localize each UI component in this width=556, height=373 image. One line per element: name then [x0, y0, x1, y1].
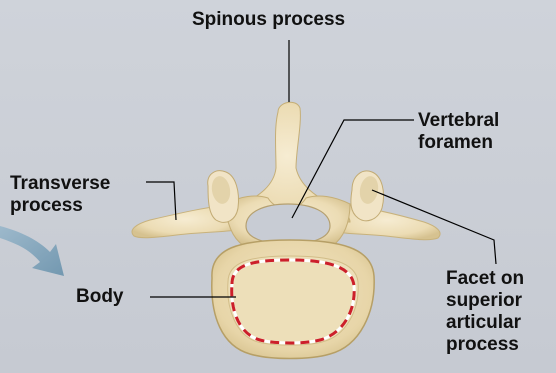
vertebral-foramen-shape: [246, 204, 330, 244]
label-transverse-line2: process: [10, 195, 110, 217]
label-transverse-process: Transverse process: [10, 173, 110, 217]
label-vertebral-line2: foramen: [418, 132, 499, 154]
label-body: Body: [76, 286, 124, 308]
label-facet-line4: process: [446, 334, 524, 356]
label-spinous-process: Spinous process: [192, 9, 345, 31]
label-facet-line2: superior: [446, 290, 524, 312]
curved-arrow: [0, 226, 64, 276]
label-facet-superior-articular: Facet on superior articular process: [446, 268, 524, 356]
label-transverse-line1: Transverse: [10, 173, 110, 195]
label-spinous-text: Spinous process: [192, 9, 345, 31]
label-facet-line1: Facet on: [446, 268, 524, 290]
label-body-text: Body: [76, 286, 124, 308]
label-facet-line3: articular: [446, 312, 524, 334]
leader-line-transverse: [146, 182, 176, 220]
label-vertebral-line1: Vertebral: [418, 110, 499, 132]
label-vertebral-foramen: Vertebral foramen: [418, 110, 499, 154]
